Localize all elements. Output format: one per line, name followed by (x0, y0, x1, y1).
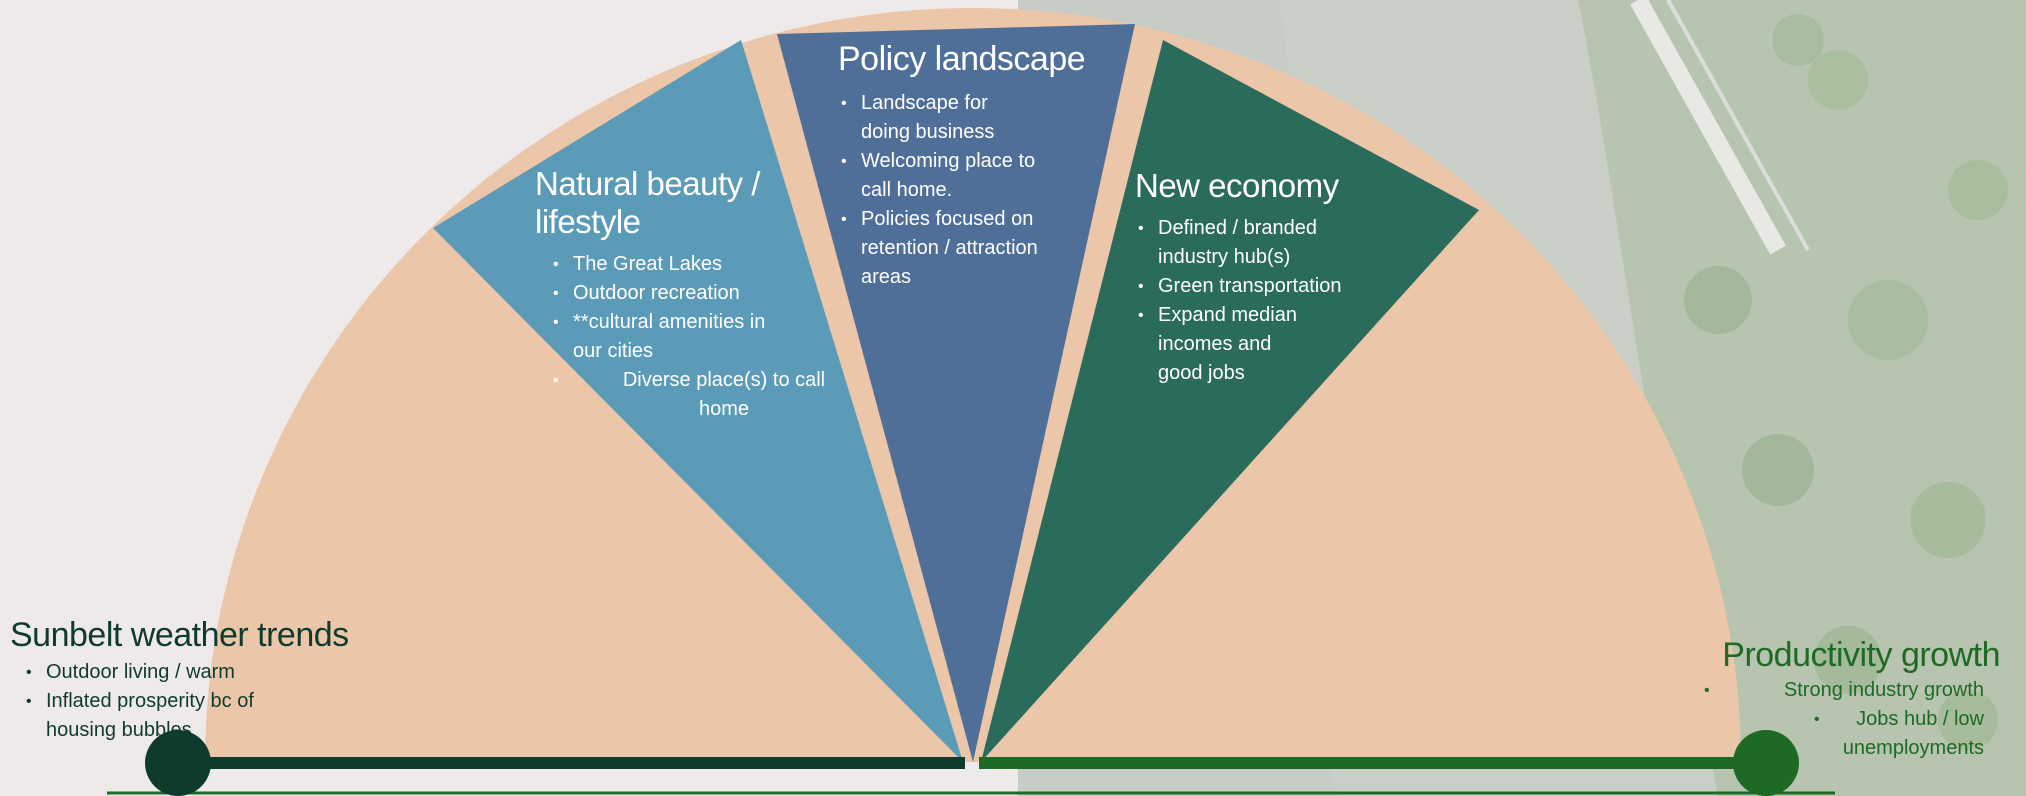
right-axis-bar (979, 757, 1759, 769)
list-item: Jobs hub / low unemployments (1814, 705, 1984, 763)
sunbelt-title: Sunbelt weather trends (10, 616, 349, 654)
list-item: Defined / branded industry hub(s) (1138, 214, 1333, 272)
right-end-marker (1733, 730, 1799, 796)
list-item: Diverse place(s) to call home (553, 366, 849, 424)
productivity-title: Productivity growth (1722, 636, 2000, 674)
list-item: Welcoming place to call home. (841, 147, 1056, 205)
productivity-bullets: Strong industry growth Jobs hub / low un… (1704, 676, 1984, 763)
list-item: Policies focused on retention / attracti… (841, 205, 1056, 292)
list-item: Outdoor recreation (553, 279, 833, 308)
new-economy-segment (981, 40, 1479, 762)
list-item: Strong industry growth (1704, 676, 1984, 705)
list-item: Green transportation (1138, 272, 1378, 301)
natural-beauty-bullets: The Great Lakes Outdoor recreation **cul… (553, 250, 833, 424)
policy-landscape-title: Policy landscape (838, 40, 1086, 78)
list-item: The Great Lakes (553, 250, 833, 279)
natural-beauty-title: Natural beauty / lifestyle (535, 165, 760, 240)
left-end-marker (145, 730, 211, 796)
list-item: Expand median incomes and good jobs (1138, 301, 1308, 388)
list-item: Outdoor living / warm (26, 658, 306, 687)
sunbelt-bullets: Outdoor living / warm Inflated prosperit… (26, 658, 306, 745)
new-economy-bullets: Defined / branded industry hub(s) Green … (1138, 214, 1378, 388)
list-item: Landscape for doing business (841, 89, 1011, 147)
list-item: **cultural amenities in our cities (553, 308, 783, 366)
policy-landscape-bullets: Landscape for doing business Welcoming p… (841, 89, 1056, 292)
new-economy-title: New economy (1135, 167, 1339, 204)
list-item: Inflated prosperity bc of housing bubble… (26, 687, 286, 745)
left-axis-bar (175, 757, 965, 769)
